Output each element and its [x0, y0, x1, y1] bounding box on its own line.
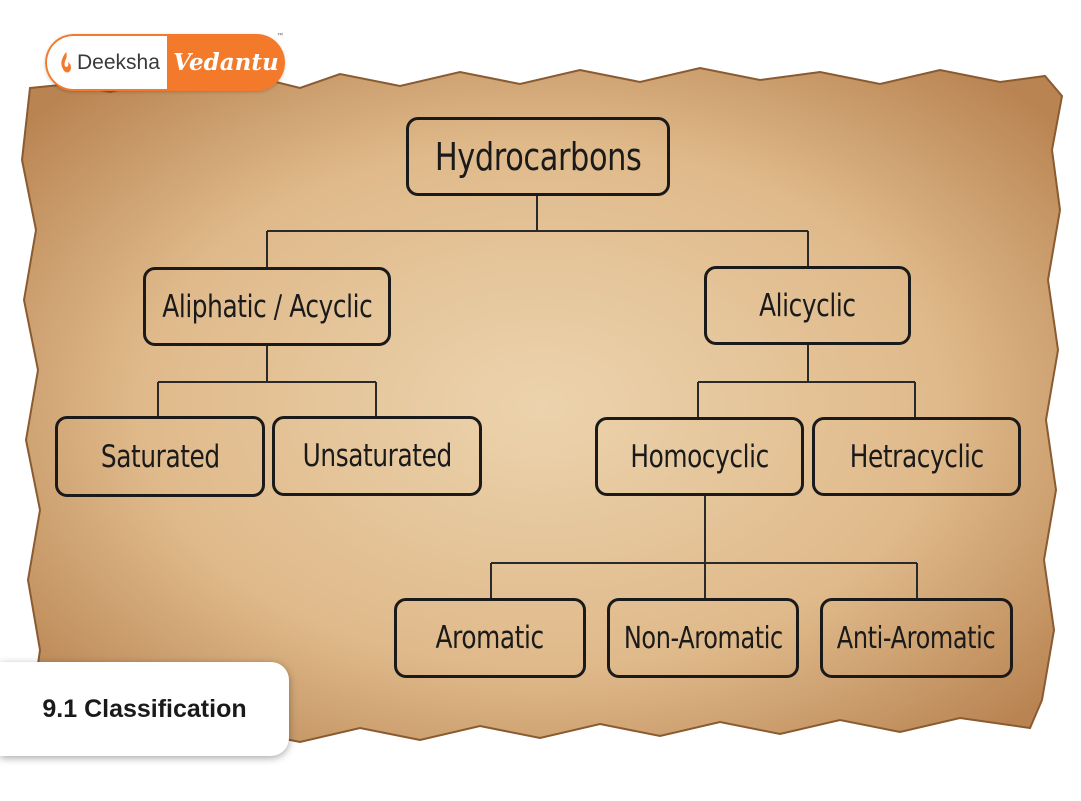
node-unsaturated: Unsaturated	[272, 416, 482, 496]
node-unsaturated-label: Unsaturated	[302, 438, 452, 474]
node-aliphatic-label: Aliphatic / Acyclic	[161, 288, 373, 325]
brand-logo: Deeksha Vedantu	[45, 34, 285, 91]
node-anti-aromatic-label: Anti-Aromatic	[837, 620, 996, 656]
node-alicyclic: Alicyclic	[704, 266, 911, 345]
node-aliphatic-acyclic: Aliphatic / Acyclic	[143, 267, 391, 346]
node-aromatic-label: Aromatic	[435, 620, 545, 656]
trademark-icon: ™	[277, 33, 283, 39]
node-anti-aromatic: Anti-Aromatic	[820, 598, 1013, 678]
node-saturated: Saturated	[55, 416, 265, 497]
section-label: 9.1 Classification	[42, 694, 247, 723]
node-homocyclic: Homocyclic	[595, 417, 804, 496]
node-aromatic: Aromatic	[394, 598, 586, 678]
node-non-aromatic: Non-Aromatic	[607, 598, 799, 678]
node-non-aromatic-label: Non-Aromatic	[623, 620, 783, 656]
node-homocyclic-label: Homocyclic	[630, 438, 769, 475]
flame-icon	[61, 51, 72, 72]
deeksha-logo: Deeksha	[45, 34, 167, 91]
section-badge: 9.1 Classification	[0, 662, 289, 756]
node-alicyclic-label: Alicyclic	[759, 287, 856, 324]
node-hydrocarbons: Hydrocarbons	[406, 117, 670, 196]
node-hydrocarbons-label: Hydrocarbons	[434, 134, 642, 179]
node-saturated-label: Saturated	[100, 438, 220, 475]
node-hetracyclic: Hetracyclic	[812, 417, 1021, 496]
vedantu-wordmark: Vedantu	[167, 34, 285, 91]
deeksha-wordmark: Deeksha	[77, 50, 160, 74]
node-hetracyclic-label: Hetracyclic	[849, 438, 984, 475]
